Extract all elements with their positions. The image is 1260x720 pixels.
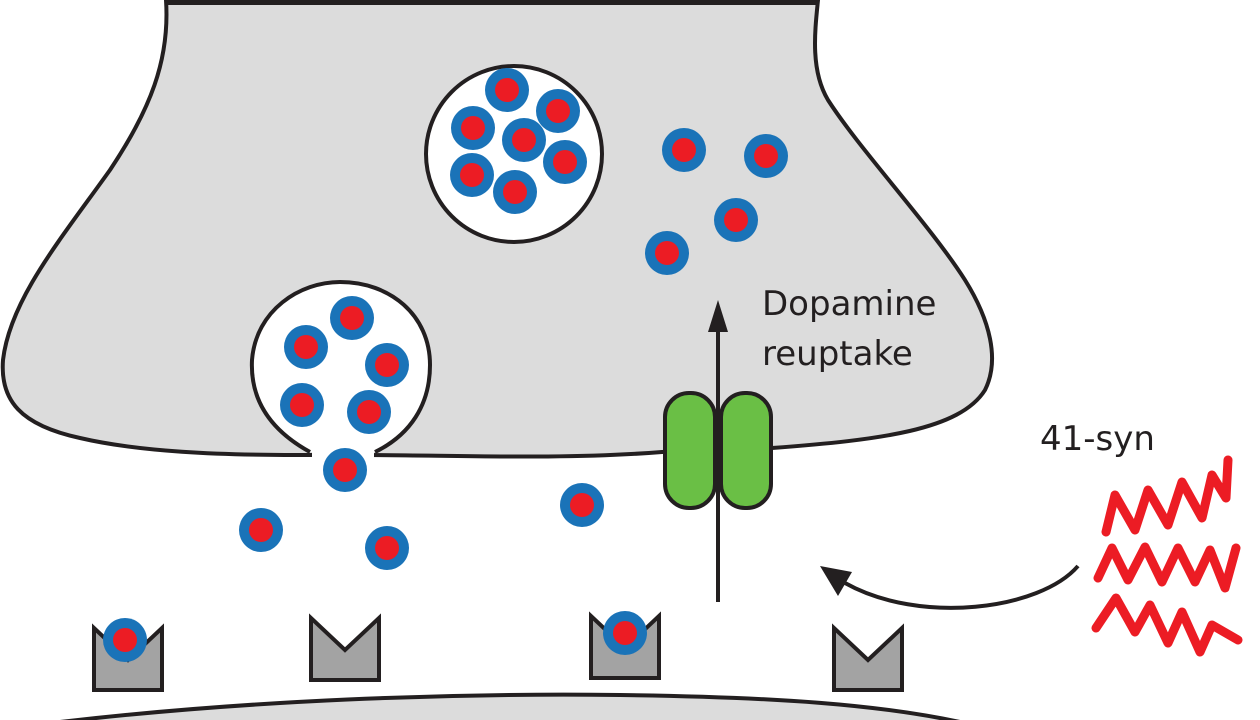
reuptake-arrow-head — [708, 300, 728, 332]
alpha-syn-effect-arrow-head — [820, 566, 852, 596]
dopamine-core — [672, 138, 696, 162]
dopamine-core — [503, 180, 527, 204]
reuptake-label-line1: Dopamine — [762, 284, 936, 324]
dopamine-core — [113, 628, 137, 652]
dopamine-molecule — [493, 170, 537, 214]
dopamine-molecule — [347, 390, 391, 434]
dopamine-core — [290, 393, 314, 417]
dopamine-transporter — [663, 391, 773, 510]
dopamine-core — [553, 150, 577, 174]
dopamine-core — [340, 306, 364, 330]
dopamine-molecule — [662, 128, 706, 172]
dopamine-core — [375, 353, 399, 377]
dopamine-molecule — [450, 153, 494, 197]
dopamine-core — [655, 241, 679, 265]
dopamine-core — [570, 493, 594, 517]
postsynaptic-membrane — [59, 692, 961, 720]
dopamine-molecule — [744, 134, 788, 178]
dopamine-molecule — [502, 118, 546, 162]
dopamine-core — [357, 400, 381, 424]
dopamine-molecule — [603, 611, 647, 655]
dopamine-core — [724, 208, 748, 232]
dopamine-core — [495, 78, 519, 102]
dopamine-core — [512, 128, 536, 152]
dopamine-core — [375, 536, 399, 560]
alpha-syn-label: 41-syn — [1040, 419, 1155, 459]
transporter-right-subunit — [719, 391, 773, 510]
alpha-syn-fibril — [1093, 542, 1241, 593]
dopamine-molecule — [365, 343, 409, 387]
dopamine-molecule — [543, 140, 587, 184]
dopamine-molecule — [714, 198, 758, 242]
dopamine-molecule — [284, 325, 328, 369]
dopamine-molecule — [239, 508, 283, 552]
alpha-syn-fibril — [1101, 455, 1233, 537]
dopamine-core — [460, 163, 484, 187]
reuptake-label-line2: reuptake — [762, 334, 913, 374]
alpha-syn-effect-arrow — [844, 564, 1080, 610]
alpha-syn-fibril — [1091, 593, 1243, 657]
dopamine-molecule — [560, 483, 604, 527]
dopamine-molecule — [536, 89, 580, 133]
dopamine-molecule — [330, 296, 374, 340]
dopamine-core — [613, 621, 637, 645]
dopamine-receptor — [309, 613, 381, 682]
dopamine-molecule — [280, 383, 324, 427]
dopamine-core — [294, 335, 318, 359]
dopamine-core — [754, 144, 778, 168]
dopamine-molecule — [323, 448, 367, 492]
dopamine-core — [461, 116, 485, 140]
dopamine-molecule — [365, 526, 409, 570]
alpha-syn-aggregates — [1091, 455, 1243, 657]
dopamine-molecule — [645, 231, 689, 275]
dopamine-molecule — [103, 618, 147, 662]
dopamine-core — [333, 458, 357, 482]
dopamine-core — [546, 99, 570, 123]
dopamine-core — [249, 518, 273, 542]
transporter-left-subunit — [663, 391, 717, 510]
dopamine-molecule — [451, 106, 495, 150]
dopamine-molecule — [485, 68, 529, 112]
dopamine-receptor — [832, 623, 904, 692]
